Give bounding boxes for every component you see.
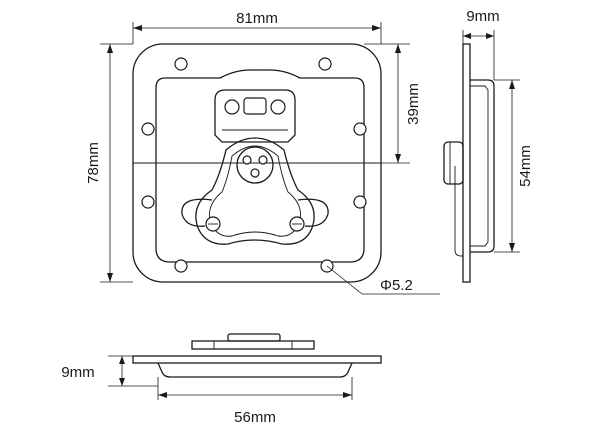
bottom-handle — [227, 333, 281, 342]
mount-hole — [318, 57, 332, 71]
mount-hole — [353, 122, 367, 136]
bottom-pan — [157, 362, 353, 378]
recessed-pan — [155, 69, 365, 263]
side-pan-inner — [470, 85, 489, 247]
hole-diameter-label: Φ5.2 — [380, 277, 413, 294]
pivot-hole — [242, 155, 252, 165]
front-upper-label: 39mm — [405, 83, 422, 125]
side-view: 9mm 54mm — [443, 8, 534, 283]
front-view: 81mm 78mm 39mm Φ5.2 — [85, 10, 440, 295]
hinge-bracket — [214, 89, 296, 143]
mount-hole — [141, 122, 155, 136]
bracket-hole — [270, 99, 286, 115]
latch-inner — [208, 145, 302, 237]
front-width-label: 81mm — [236, 10, 278, 27]
front-height-label: 78mm — [85, 142, 102, 184]
mount-hole — [353, 195, 367, 209]
bottom-width-label: 56mm — [234, 409, 276, 426]
side-depth-label: 9mm — [466, 8, 499, 25]
bottom-plate — [132, 355, 382, 364]
hole-leader — [326, 265, 363, 295]
mount-hole — [174, 259, 188, 273]
mount-hole — [174, 57, 188, 71]
pivot-hole — [250, 168, 260, 178]
bottom-latch — [191, 340, 315, 350]
pivot-boss — [236, 146, 274, 184]
side-handle — [443, 141, 464, 185]
latch-body — [195, 137, 315, 245]
mount-hole — [141, 195, 155, 209]
latch-lobe-right — [297, 198, 329, 227]
bracket-slot — [243, 97, 267, 115]
side-plate — [462, 43, 471, 283]
pivot-hole — [258, 155, 268, 165]
bottom-view: 9mm 56mm — [61, 333, 382, 426]
bottom-depth-label: 9mm — [61, 364, 94, 381]
side-height-label: 54mm — [517, 145, 534, 187]
side-pan — [470, 79, 495, 253]
side-handle-arm — [454, 166, 463, 257]
latch-lobe-left — [181, 198, 213, 227]
bracket-hole — [224, 99, 240, 115]
